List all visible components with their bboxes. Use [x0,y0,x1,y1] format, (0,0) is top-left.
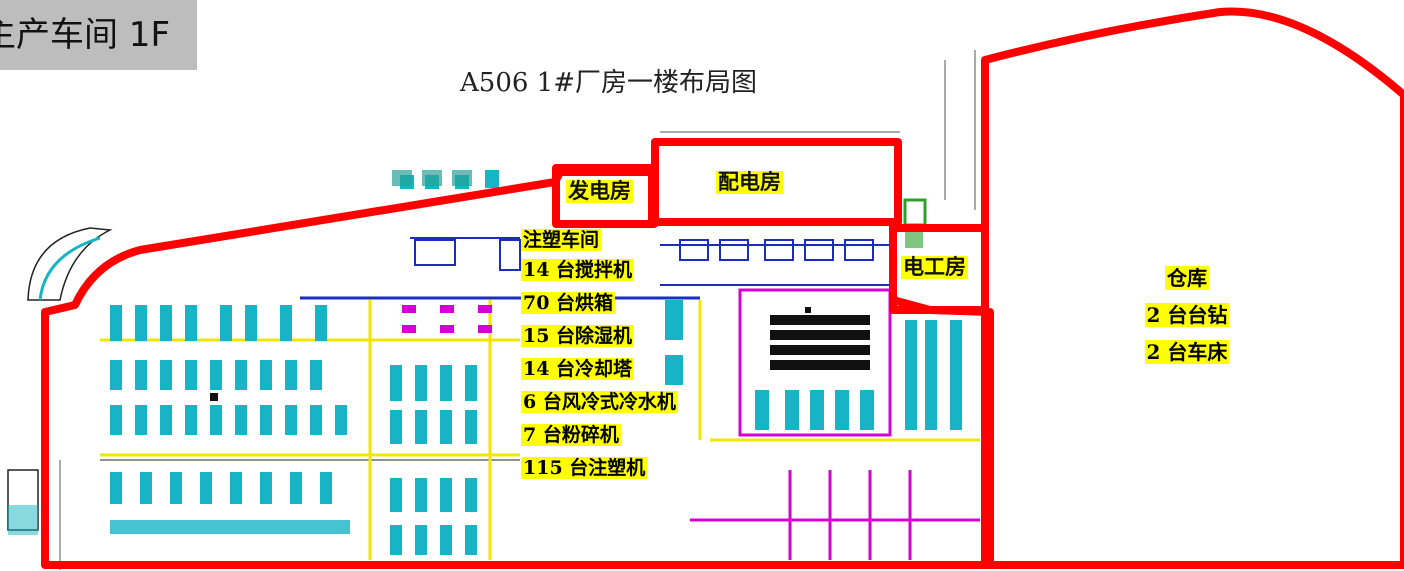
distribution-room-label: 配电房 [716,170,783,194]
equipment-item: 14 台搅拌机 [521,259,635,281]
warehouse-label-block: 仓库 2 台台钻 2 台车床 [1132,262,1242,373]
electrician-room-label: 电工房 [901,255,968,279]
generator-room-label: 发电房 [566,179,633,203]
corner-title: 主产车间 1F [0,0,197,70]
plan-background [7,50,980,570]
warehouse-equipment-item: 2 台车床 [1144,340,1230,364]
equipment-item: 115 台注塑机 [521,457,648,479]
warehouse-label: 仓库 [1165,266,1209,290]
equipment-item: 14 台冷却塔 [521,358,635,380]
warehouse-outline [981,7,1404,569]
injection-workshop-label: 注塑车间 [521,229,602,251]
distribution-room-outline [651,138,902,226]
equipment-item: 6 台风冷式冷水机 [521,391,678,413]
zone-boundaries [41,7,1404,569]
plan-title: A506 1#厂房一楼布局图 [460,68,757,98]
injection-workshop-equipment-list: 注塑车间 14 台搅拌机 70 台烘箱 15 台除湿机 14 台冷却塔 6 台风… [521,226,751,485]
equipment-item: 15 台除湿机 [521,325,635,347]
equipment-item: 70 台烘箱 [521,292,616,314]
warehouse-equipment-item: 2 台台钻 [1144,303,1230,327]
equipment-item: 7 台粉碎机 [521,424,621,446]
